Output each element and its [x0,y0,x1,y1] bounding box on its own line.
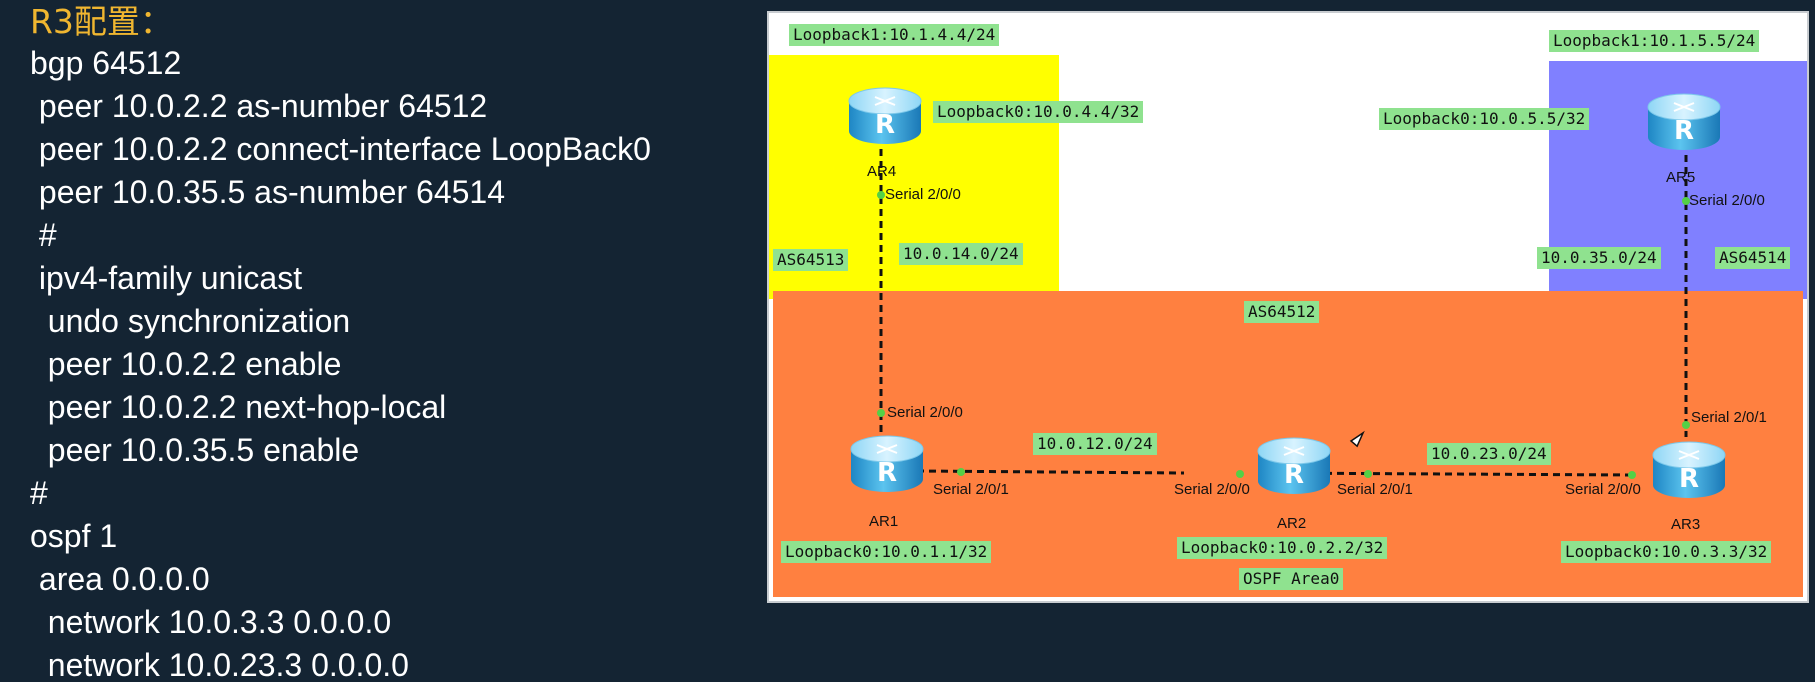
ar3-loopback0-label: Loopback0:10.0.3.3/32 [1561,541,1772,563]
ar2-loopback0-label: Loopback0:10.0.2.2/32 [1177,537,1388,559]
ar1-name: AR1 [869,513,899,530]
iface-dot [1364,470,1372,478]
config-line: undo synchronization [30,303,351,339]
ospf-area-label: OSPF Area0 [1239,568,1344,590]
ar3-serial-2-0-0: Serial 2/0/0 [1565,481,1641,498]
ar5-name: AR5 [1666,169,1696,186]
ar3-name: AR3 [1671,516,1701,533]
ar3-serial-2-0-1: Serial 2/0/1 [1691,409,1767,426]
router-icon-ar1[interactable] [850,435,924,493]
config-line: area 0.0.0.0 [30,561,210,597]
link-ar1-ar2 [916,469,1185,475]
topology-diagram: R Loopback1:10.1.4.4/24 Loopba [767,11,1809,603]
config-line: # [30,475,48,511]
as64514-label: AS64514 [1715,247,1791,269]
config-line: peer 10.0.35.5 enable [30,432,360,468]
ar4-loopback1-label: Loopback1:10.1.4.4/24 [789,24,1000,46]
pen-cursor-icon [1349,430,1365,448]
ar1-loopback0-label: Loopback0:10.0.1.1/32 [781,541,992,563]
config-line: peer 10.0.2.2 as-number 64512 [30,88,488,124]
ar1-serial-2-0-1: Serial 2/0/1 [933,481,1009,498]
link-ar1-ar2-label: 10.0.12.0/24 [1033,433,1157,455]
ar1-serial-2-0-0: Serial 2/0/0 [887,404,963,421]
iface-dot [1682,197,1690,205]
link-ar2-ar3-label: 10.0.23.0/24 [1427,443,1551,465]
router-icon-ar2[interactable] [1257,437,1331,495]
as64513-label: AS64513 [773,249,849,271]
ar2-serial-2-0-1: Serial 2/0/1 [1337,481,1413,498]
config-line: ipv4-family unicast [30,260,303,296]
router-icon-ar5[interactable] [1647,93,1721,151]
ar4-loopback0-label: Loopback0:10.0.4.4/32 [933,101,1144,123]
ar5-loopback1-label: Loopback1:10.1.5.5/24 [1549,30,1760,52]
ar4-serial-2-0-0: Serial 2/0/0 [885,186,961,203]
config-panel: R3配置： bgp 64512 peer 10.0.2.2 as-number … [30,2,750,682]
config-line: peer 10.0.2.2 enable [30,346,342,382]
config-title: R3配置： [30,2,173,41]
as64512-label: AS64512 [1244,301,1320,323]
config-line: peer 10.0.2.2 connect-interface LoopBack… [30,131,651,167]
config-line: network 10.0.3.3 0.0.0.0 [30,604,392,640]
config-line: # [30,217,57,253]
config-line: ospf 1 [30,518,118,554]
config-line: network 10.0.23.3 0.0.0.0 [30,647,409,682]
link-ar3-ar5-label: 10.0.35.0/24 [1537,247,1661,269]
ar4-name: AR4 [867,163,897,180]
config-line: bgp 64512 [30,45,182,81]
iface-dot [877,191,885,199]
ar2-name: AR2 [1277,515,1307,532]
ar5-serial-2-0-0: Serial 2/0/0 [1689,192,1765,209]
ar2-serial-2-0-0: Serial 2/0/0 [1174,481,1250,498]
router-icon-ar4[interactable] [848,87,922,145]
ar5-loopback0-label: Loopback0:10.0.5.5/32 [1379,108,1590,130]
iface-dot [957,468,965,476]
iface-dot [1682,421,1690,429]
iface-dot [1628,471,1636,479]
iface-dot [877,409,885,417]
router-icon-ar3[interactable] [1652,441,1726,499]
config-line: peer 10.0.35.5 as-number 64514 [30,174,505,210]
link-ar4-ar1-label: 10.0.14.0/24 [899,243,1023,265]
iface-dot [1236,470,1244,478]
config-line: peer 10.0.2.2 next-hop-local [30,389,447,425]
